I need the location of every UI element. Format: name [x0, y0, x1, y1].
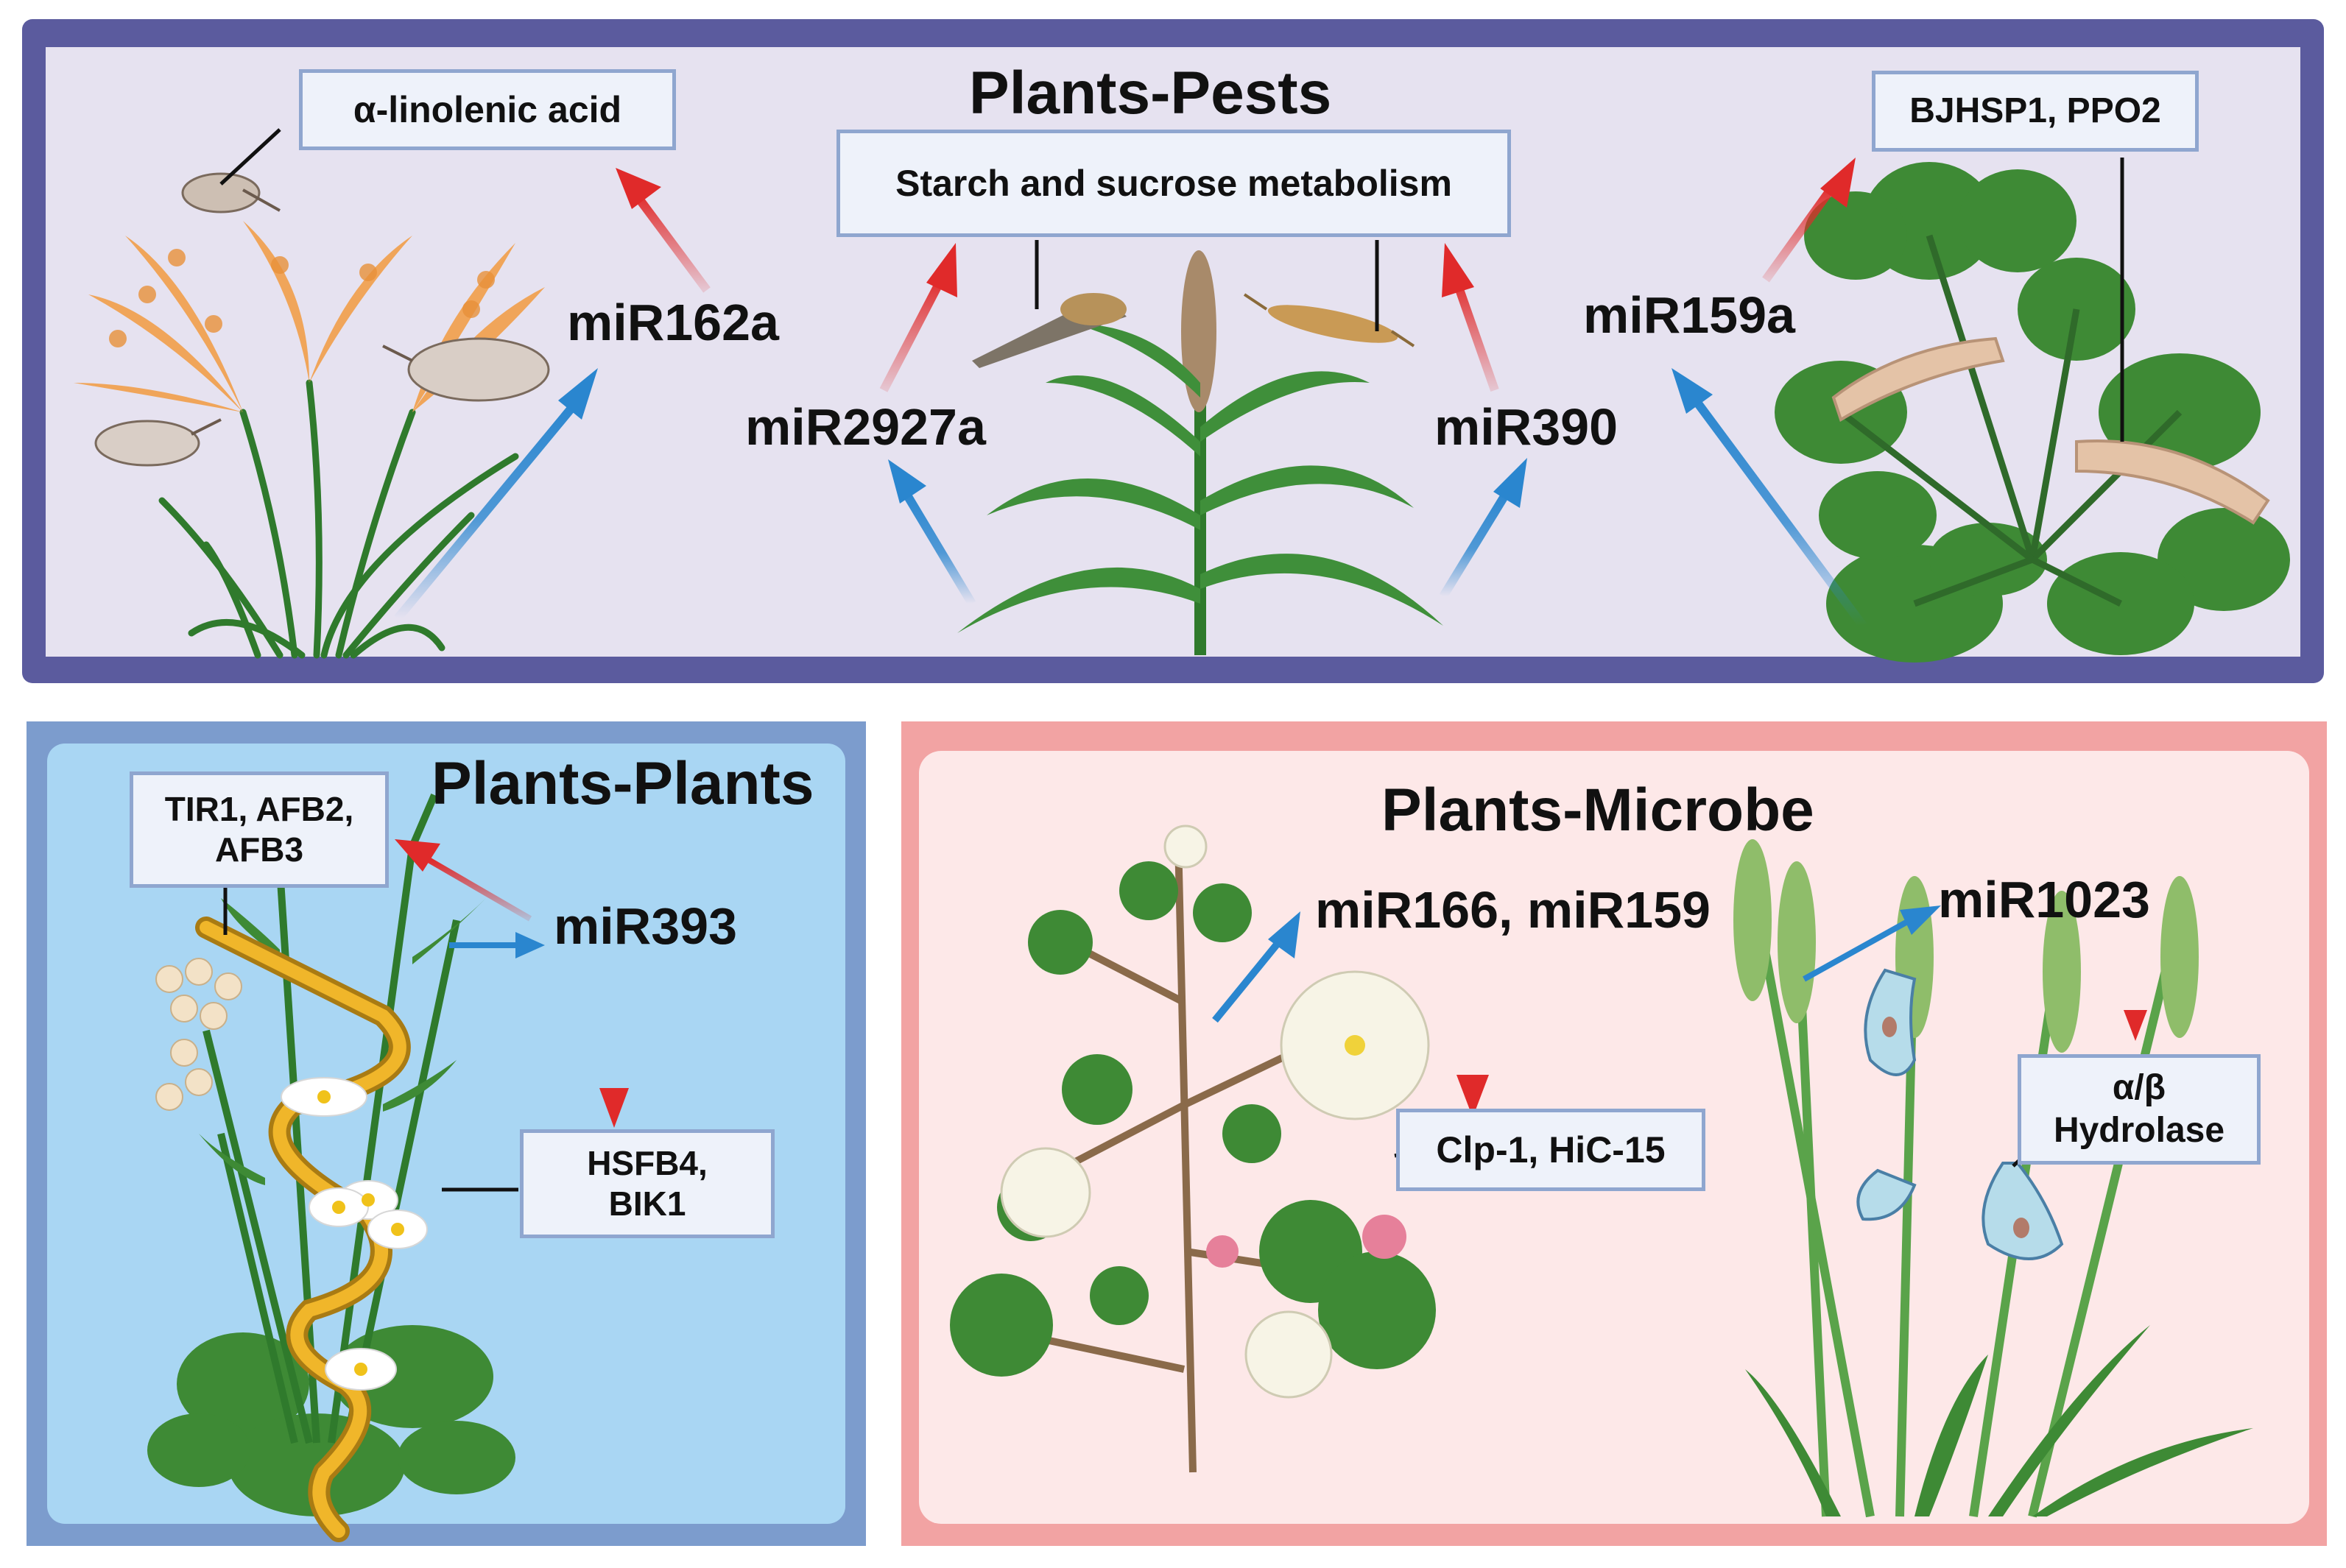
arrow-red-mir390 — [1442, 243, 1499, 392]
arrow-blue-mir162a — [394, 368, 598, 621]
target-hsfb4-line-1: HSFB4, — [587, 1143, 708, 1182]
target-hydrolase-line-2: Hydrolase — [2053, 1111, 2225, 1150]
arrow-red-mir166-159 — [1456, 967, 1489, 1117]
thrips-icon — [1243, 293, 1415, 347]
caterpillar-icon — [1831, 336, 2005, 422]
cotton-plant-illustration — [950, 824, 1436, 1473]
connector-line — [219, 128, 281, 186]
arrow-blue-mir166-159 — [1212, 911, 1300, 1023]
arrow-blue-mir2927a — [888, 459, 976, 607]
arrow-red-mir1023 — [2124, 964, 2147, 1041]
arrow-red-mir159a — [1762, 158, 1856, 283]
panel-title-plants: Plants-Plants — [431, 750, 814, 817]
moth-icon — [94, 418, 222, 467]
arrow-red-mir393-down — [599, 983, 629, 1128]
mirna-label-mir393: miR393 — [554, 897, 738, 955]
arrow-red-mir162a — [616, 168, 711, 293]
target-box-linolenic: α-linolenic acid — [299, 69, 676, 150]
moth-icon — [181, 172, 281, 213]
target-box-bjhsp: BJHSP1, PPO2 — [1872, 71, 2199, 152]
sorghum-plant-illustration — [957, 250, 1443, 655]
mirna-label-mir159a: miR159a — [1583, 286, 1795, 344]
fungal-spore-icon — [1982, 1162, 2064, 1260]
leafhopper-icon — [972, 293, 1127, 368]
flower-cluster-icon — [155, 958, 242, 1111]
target-tir1-line-1: TIR1, AFB2, — [164, 789, 354, 828]
panel-title-microbe: Plants-Microbe — [1381, 777, 1814, 844]
flower-centers — [317, 1090, 404, 1376]
target-box-tir1: TIR1, AFB2, AFB3 — [130, 771, 389, 888]
panel-title-pests: Plants-Pests — [969, 60, 1332, 127]
arrow-blue-mir390 — [1439, 458, 1527, 599]
arrow-red-mir393-up — [395, 839, 532, 922]
target-hydrolase-line-1: α/β — [2112, 1068, 2166, 1108]
arrow-blue-mir393 — [449, 932, 545, 958]
mirna-label-mir390: miR390 — [1434, 398, 1618, 456]
mirna-label-mir162a: miR162a — [567, 294, 779, 351]
target-box-hsfb4: HSFB4, BIK1 — [520, 1129, 775, 1238]
target-box-hydrolase: α/β Hydrolase — [2018, 1054, 2261, 1165]
fungal-spore-icon — [1864, 968, 1917, 1076]
mirna-label-mir2927a: miR2927a — [745, 398, 986, 456]
mirna-label-mir1023: miR1023 — [1938, 871, 2150, 928]
target-hsfb4-line-2: BIK1 — [608, 1184, 686, 1223]
target-box-starch: Starch and sucrose metabolism — [836, 130, 1511, 237]
target-box-clp: Clp-1, HiC-15 — [1396, 1109, 1705, 1191]
moth-icon — [382, 337, 550, 402]
fungal-spore-icon — [1856, 1168, 1917, 1221]
arrow-red-mir2927a — [879, 243, 957, 392]
arrow-blue-mir159a — [1672, 368, 1867, 629]
target-tir1-line-2: AFB3 — [214, 830, 304, 869]
caterpillar-icon — [2075, 439, 2270, 525]
mirna-label-mir166-159: miR166, miR159 — [1315, 881, 1711, 939]
arabidopsis-plant-illustration — [1775, 162, 2290, 663]
arrow-blue-mir1023 — [1803, 905, 1941, 982]
